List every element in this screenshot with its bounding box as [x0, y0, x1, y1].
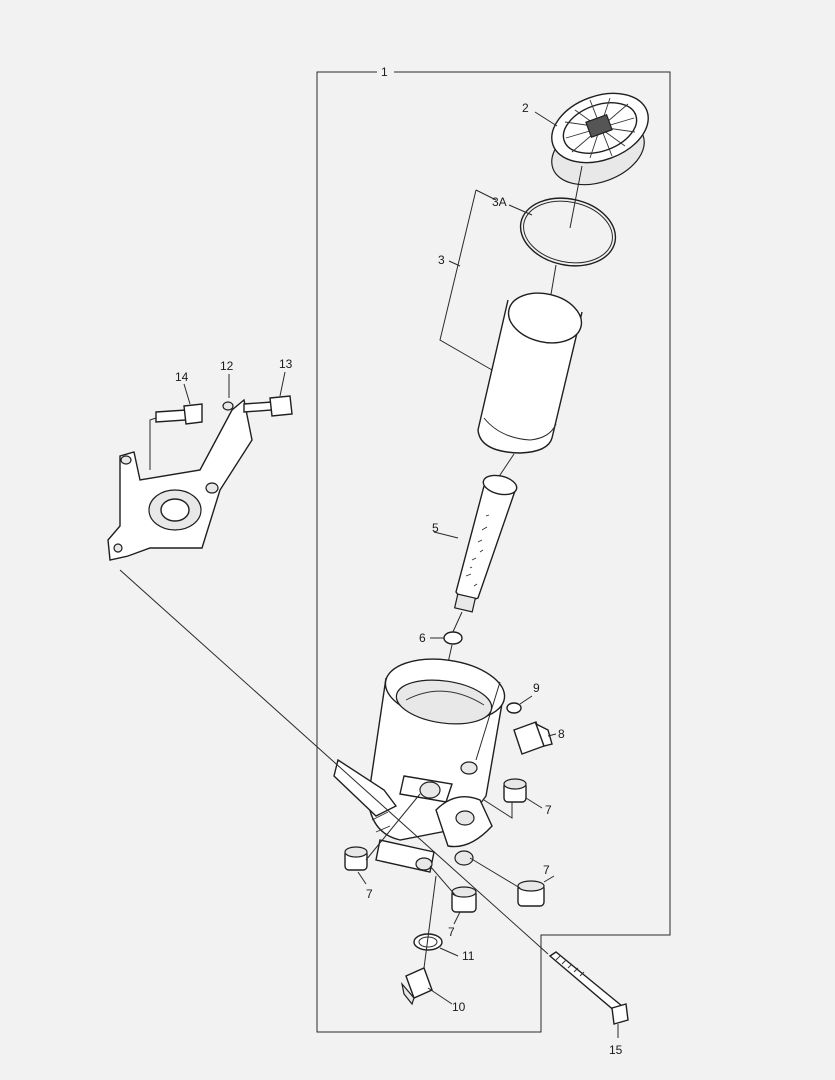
part-8-fitting: [513, 721, 553, 755]
part-5-center-tube: [453, 474, 518, 613]
callout-7-right-upper: 7: [545, 803, 552, 817]
callout-9: 9: [533, 681, 540, 695]
filter-housing: [333, 658, 506, 873]
callout-3: 3: [438, 253, 445, 267]
part-10-drain-plug: [400, 967, 433, 1006]
callout-5: 5: [432, 521, 439, 535]
part-3a-o-ring: [519, 197, 617, 267]
callout-13: 13: [279, 357, 293, 371]
part-14-bolt: [155, 403, 203, 425]
callout-15: 15: [609, 1043, 623, 1057]
callout-8: 8: [558, 727, 565, 741]
part-15-long-bolt: [548, 951, 629, 1025]
callout-7-left: 7: [366, 887, 373, 901]
callout-3a: 3A: [492, 195, 507, 209]
assembly-boundary: [316, 71, 671, 1033]
callout-2: 2: [522, 101, 529, 115]
part-7-plug-right-lower: [517, 880, 545, 907]
part-2-filter-cap: [551, 92, 649, 186]
part-13-bolt: [243, 395, 293, 417]
callout-7-right-lower: 7: [543, 863, 550, 877]
part-9-washer: [506, 702, 522, 714]
callout-6: 6: [419, 631, 426, 645]
callout-7-bottom: 7: [448, 925, 455, 939]
callout-11: 11: [462, 949, 475, 963]
callout-10: 10: [452, 1000, 466, 1014]
part-7-plug-bottom: [451, 886, 477, 913]
part-12-bracket: [107, 398, 253, 561]
part-3-filter-element: [477, 292, 583, 454]
callout-14: 14: [175, 370, 189, 384]
part-7-plug-right-upper: [503, 778, 527, 803]
callout-1: 1: [381, 65, 388, 79]
callout-12: 12: [220, 359, 234, 373]
part-7-plug-left: [344, 846, 368, 871]
part-6-small-ring: [443, 631, 463, 645]
